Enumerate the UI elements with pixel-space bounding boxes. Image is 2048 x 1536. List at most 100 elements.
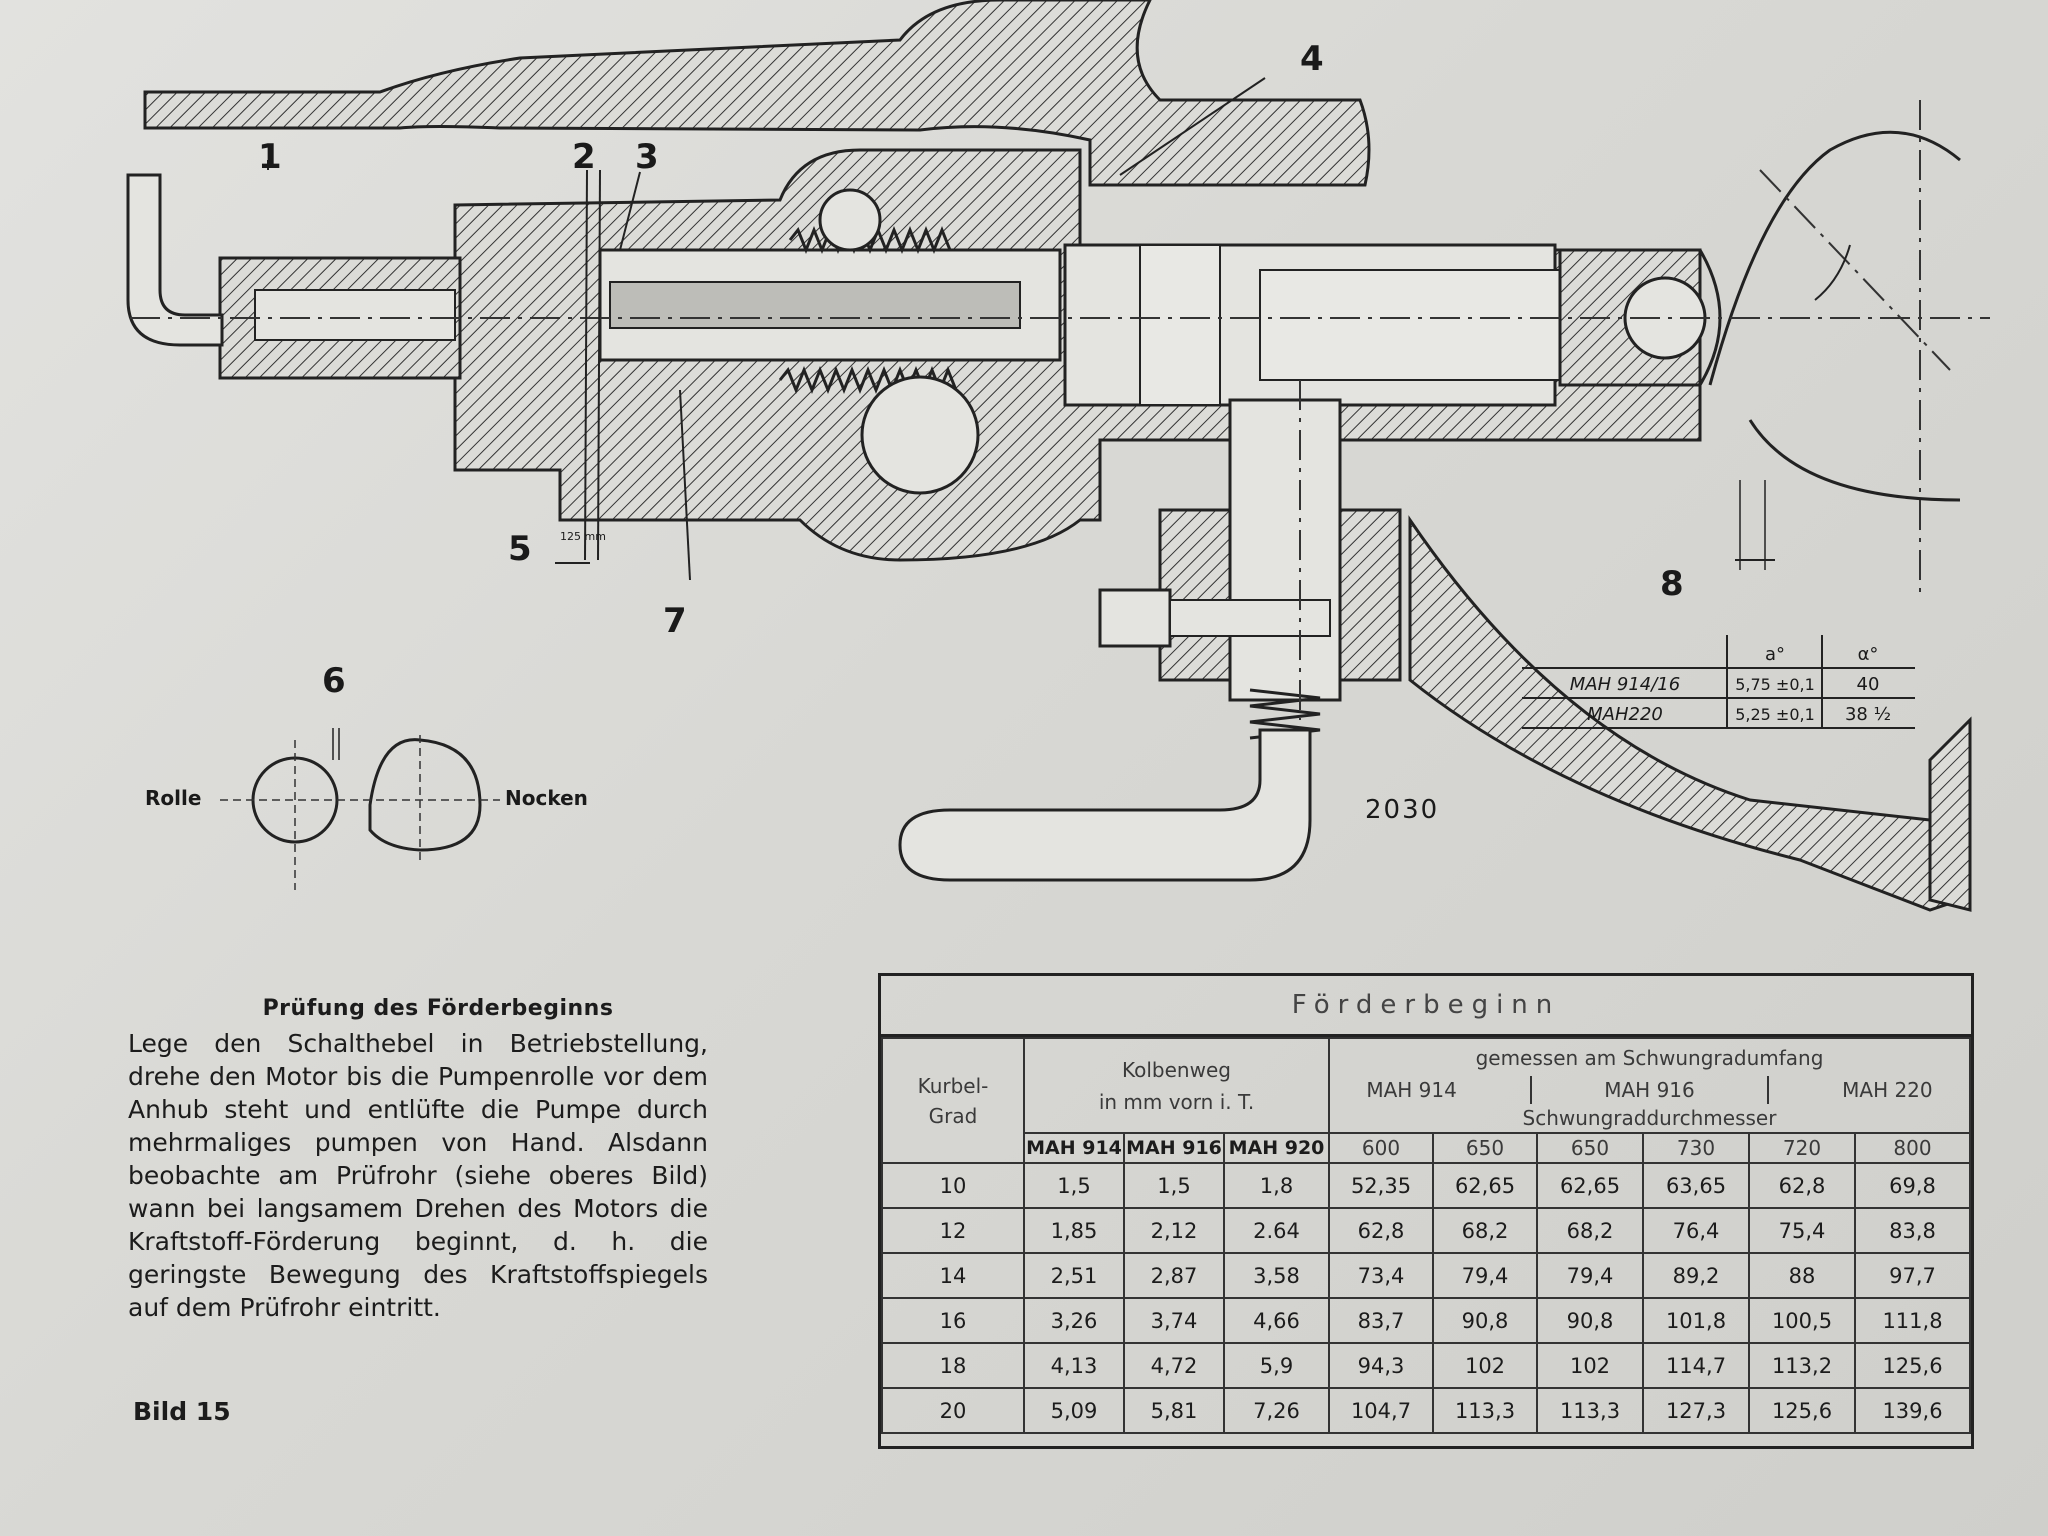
caption-title: Prüfung des Förderbeginns	[262, 996, 614, 1021]
table-cell: 113,3	[1536, 1387, 1644, 1434]
callout-8: 8	[1660, 564, 1684, 604]
label-rolle: Rolle	[145, 786, 201, 810]
table-cell: 89,2	[1642, 1252, 1750, 1299]
spec-a-value: 5,75 ±0,1	[1735, 675, 1815, 694]
table-cell: 127,3	[1642, 1387, 1750, 1434]
label-nocken: Nocken	[505, 786, 588, 810]
roller-cam-detail: Rolle Nocken	[145, 728, 588, 890]
small-spec-table: a° α° MAH 914/16 5,75 ±0,1 40 MAH220 5,2…	[1522, 635, 1915, 729]
callout-3: 3	[635, 137, 659, 177]
table-cell: 62,65	[1432, 1162, 1538, 1209]
header-kurbel-grad: Kurbel- Grad	[881, 1037, 1025, 1164]
table-cell: 2.64	[1223, 1207, 1330, 1254]
table-cell: 63,65	[1642, 1162, 1750, 1209]
table-cell: 111,8	[1854, 1297, 1971, 1344]
group-model: MAH 914	[1366, 1078, 1457, 1102]
kolben-model: MAH 916	[1123, 1132, 1225, 1164]
data-table: Kurbel- Grad Kolbenweg in mm vorn i. T. …	[881, 1037, 1971, 1434]
table-cell: 102	[1432, 1342, 1538, 1389]
row-kurbel-grad: 10	[881, 1162, 1025, 1209]
table-cell: 4,13	[1023, 1342, 1125, 1389]
diameter: 650	[1536, 1132, 1644, 1164]
table-title: Förderbeginn	[881, 976, 1971, 1037]
spec-model: MAH 914/16	[1570, 674, 1680, 695]
table-cell: 104,7	[1328, 1387, 1434, 1434]
callout-4: 4	[1300, 39, 1324, 79]
table-cell: 114,7	[1642, 1342, 1750, 1389]
spec-model: MAH220	[1587, 704, 1663, 725]
table-cell: 79,4	[1432, 1252, 1538, 1299]
spec-alpha-value: 40	[1857, 674, 1880, 695]
table-cell: 73,4	[1328, 1252, 1434, 1299]
table-cell: 102	[1536, 1342, 1644, 1389]
table-cell: 1,5	[1023, 1162, 1125, 1209]
table-cell: 97,7	[1854, 1252, 1971, 1299]
table-cell: 94,3	[1328, 1342, 1434, 1389]
table-cell: 125,6	[1854, 1342, 1971, 1389]
row-kurbel-grad: 20	[881, 1387, 1025, 1434]
row-kurbel-grad: 12	[881, 1207, 1025, 1254]
diameter: 800	[1854, 1132, 1971, 1164]
table-cell: 68,2	[1432, 1207, 1538, 1254]
table-cell: 5,09	[1023, 1387, 1125, 1434]
table-cell: 1,5	[1123, 1162, 1225, 1209]
table-cell: 113,3	[1432, 1387, 1538, 1434]
table-cell: 90,8	[1432, 1297, 1538, 1344]
diameter: 720	[1748, 1132, 1856, 1164]
drawing-number: 2030	[1365, 795, 1439, 825]
header-model-groups: MAH 914 MAH 916 MAH 220 Schwungraddurchm…	[1328, 1076, 1971, 1133]
table-cell: 5,81	[1123, 1387, 1225, 1434]
table-cell: 1,85	[1023, 1207, 1125, 1254]
diameter: 600	[1328, 1132, 1434, 1164]
table-cell: 2,51	[1023, 1252, 1125, 1299]
table-cell: 3,74	[1123, 1297, 1225, 1344]
table-cell: 68,2	[1536, 1207, 1644, 1254]
table-cell: 100,5	[1748, 1297, 1856, 1344]
row-kurbel-grad: 18	[881, 1342, 1025, 1389]
callout-2: 2	[572, 137, 596, 177]
table-cell: 2,87	[1123, 1252, 1225, 1299]
header-durchmesser: Schwungraddurchmesser	[1522, 1106, 1777, 1130]
spec-header-alpha: α°	[1858, 644, 1879, 665]
table-cell: 4,66	[1223, 1297, 1330, 1344]
table-cell: 69,8	[1854, 1162, 1971, 1209]
spec-alpha-value: 38 ½	[1845, 704, 1891, 725]
table-cell: 113,2	[1748, 1342, 1856, 1389]
group-model: MAH 916	[1604, 1078, 1695, 1102]
callout-5: 5	[508, 529, 532, 569]
spec-a-value: 5,25 ±0,1	[1735, 705, 1815, 724]
table-cell: 90,8	[1536, 1297, 1644, 1344]
header-kolbenweg: Kolbenweg in mm vorn i. T.	[1023, 1037, 1330, 1133]
diameter: 730	[1642, 1132, 1750, 1164]
table-cell: 3,58	[1223, 1252, 1330, 1299]
row-kurbel-grad: 14	[881, 1252, 1025, 1299]
table-cell: 1,8	[1223, 1162, 1330, 1209]
table-cell: 125,6	[1748, 1387, 1856, 1434]
table-cell: 52,35	[1328, 1162, 1434, 1209]
table-cell: 83,7	[1328, 1297, 1434, 1344]
caption-body: Lege den Schalthebel in Betriebstellung,…	[128, 1029, 708, 1322]
row-kurbel-grad: 16	[881, 1297, 1025, 1344]
kolben-model: MAH 920	[1223, 1132, 1330, 1164]
table-cell: 5,9	[1223, 1342, 1330, 1389]
table-cell: 3,26	[1023, 1297, 1125, 1344]
kolben-model: MAH 914	[1023, 1132, 1125, 1164]
table-cell: 7,26	[1223, 1387, 1330, 1434]
header-gemessen: gemessen am Schwungradumfang	[1328, 1037, 1971, 1076]
table-cell: 2,12	[1123, 1207, 1225, 1254]
diameter: 650	[1432, 1132, 1538, 1164]
spec-header-a: a°	[1765, 644, 1785, 665]
table-cell: 101,8	[1642, 1297, 1750, 1344]
callout-1: 1	[258, 137, 282, 177]
table-cell: 139,6	[1854, 1387, 1971, 1434]
callout-7: 7	[663, 601, 687, 641]
table-cell: 62,8	[1328, 1207, 1434, 1254]
table-cell: 62,65	[1536, 1162, 1644, 1209]
table-cell: 4,72	[1123, 1342, 1225, 1389]
